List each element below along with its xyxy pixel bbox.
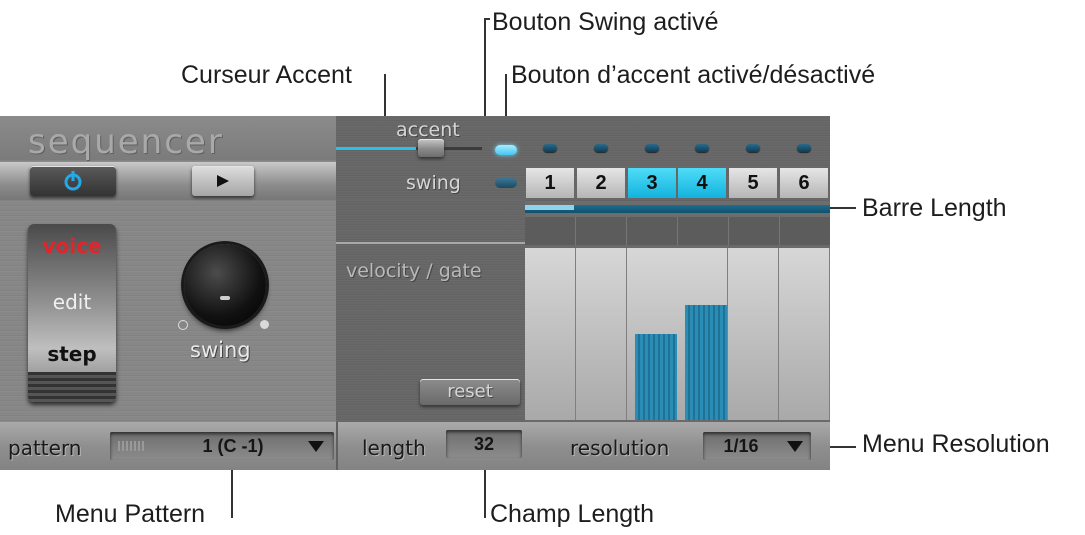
callout-pattern-menu: Menu Pattern xyxy=(55,500,206,528)
accent-slider-thumb[interactable] xyxy=(418,139,444,157)
velocity-divider xyxy=(336,242,525,244)
mode-switch[interactable]: voice edit step xyxy=(28,224,116,402)
sequencer-panel: sequencer voice edit step swing accent s… xyxy=(0,116,830,470)
bottom-divider-1 xyxy=(336,422,338,470)
pattern-dropdown-icon xyxy=(308,441,324,452)
knob-max-dot xyxy=(260,320,269,329)
step-accent-dot[interactable] xyxy=(594,144,608,152)
pattern-menu[interactable]: 1 (C -1) xyxy=(110,432,334,460)
power-icon xyxy=(64,171,82,191)
knob-indicator xyxy=(220,296,230,300)
leader-resolution xyxy=(812,446,856,448)
leader-swing-tick xyxy=(484,18,490,20)
mode-switch-base xyxy=(28,372,116,402)
length-label: length xyxy=(362,436,426,460)
callout-length-field: Champ Length xyxy=(490,500,655,528)
step-number[interactable]: 6 xyxy=(780,168,828,198)
callout-length-bar: Barre Length xyxy=(862,194,1007,222)
reset-label: reset xyxy=(447,381,493,402)
callout-swing-button: Bouton Swing activé xyxy=(492,8,719,36)
velocity-label: velocity / gate xyxy=(346,260,482,282)
knob-min-dot xyxy=(178,320,188,330)
length-bar[interactable] xyxy=(525,201,830,217)
accent-label: accent xyxy=(396,119,460,141)
mode-step[interactable]: step xyxy=(47,342,97,366)
step-accent-dot[interactable] xyxy=(797,144,811,152)
length-bar-fill xyxy=(525,205,574,210)
play-button[interactable] xyxy=(192,166,254,196)
step-number[interactable]: 3 xyxy=(628,168,676,198)
leader-swing xyxy=(484,18,486,183)
length-field[interactable]: 32 xyxy=(446,430,522,458)
step-grid-area xyxy=(525,116,830,206)
swing-toggle-button[interactable] xyxy=(495,178,517,188)
step-column[interactable] xyxy=(728,248,779,420)
resolution-menu[interactable]: 1/16 xyxy=(703,432,811,460)
step-column[interactable] xyxy=(525,248,576,420)
accent-toggle-button[interactable] xyxy=(495,145,517,155)
resolution-label: resolution xyxy=(570,436,670,460)
step-column[interactable] xyxy=(779,248,830,420)
pattern-value: 1 (C -1) xyxy=(202,436,264,456)
swing-knob[interactable] xyxy=(184,244,266,326)
power-button[interactable] xyxy=(30,166,116,196)
play-icon xyxy=(217,175,229,187)
leader-length-field xyxy=(484,466,486,518)
step-number[interactable]: 1 xyxy=(526,168,574,198)
accent-slider-track[interactable] xyxy=(336,147,482,150)
swing-label: swing xyxy=(406,172,461,194)
callout-resolution-menu: Menu Resolution xyxy=(862,430,1050,458)
step-accent-dot[interactable] xyxy=(695,144,709,152)
leader-accent-slider xyxy=(384,74,386,146)
mode-voice[interactable]: voice xyxy=(42,234,102,258)
step-number[interactable]: 4 xyxy=(678,168,726,198)
resolution-dropdown-icon xyxy=(787,441,803,452)
velocity-bar[interactable] xyxy=(635,334,677,420)
leader-pattern xyxy=(231,466,233,518)
step-column[interactable] xyxy=(576,248,627,420)
pattern-label: pattern xyxy=(8,436,82,460)
accent-slider-fill xyxy=(336,147,416,150)
sequencer-title: sequencer xyxy=(28,122,224,162)
step-number[interactable]: 5 xyxy=(729,168,777,198)
gate-row xyxy=(525,217,830,245)
resolution-value: 1/16 xyxy=(723,436,759,456)
length-bar-track xyxy=(525,205,830,213)
mode-edit[interactable]: edit xyxy=(52,290,92,314)
pattern-grid-icon xyxy=(118,441,146,451)
step-accent-dot[interactable] xyxy=(746,144,760,152)
callout-accent-button: Bouton d’accent activé/désactivé xyxy=(511,61,876,89)
knob-label: swing xyxy=(190,338,251,362)
leader-accent-button xyxy=(505,74,507,146)
reset-button[interactable]: reset xyxy=(420,379,520,405)
leader-length-bar xyxy=(830,207,856,209)
velocity-bar[interactable] xyxy=(685,305,727,420)
step-accent-dot[interactable] xyxy=(543,144,557,152)
callout-accent-slider: Curseur Accent xyxy=(181,61,352,89)
step-number[interactable]: 2 xyxy=(577,168,625,198)
step-accent-dot[interactable] xyxy=(645,144,659,152)
left-top-strip xyxy=(0,116,336,160)
